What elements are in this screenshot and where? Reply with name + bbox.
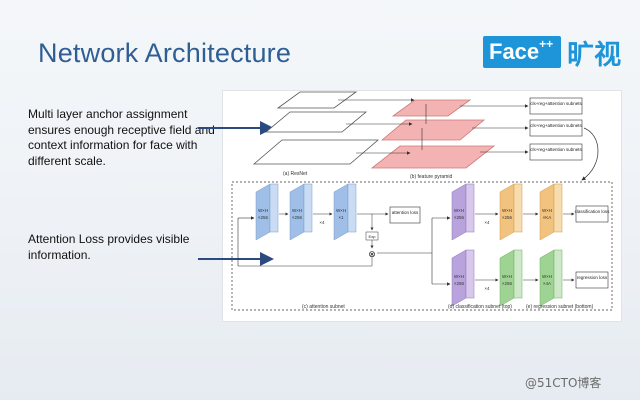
subnet-box-1 (529, 97, 583, 115)
pyramid-layer-small (391, 99, 472, 117)
caption-regression-subnet: (e) regression subnet (bottom) (526, 304, 594, 310)
reg-block-1 (451, 249, 475, 307)
subnet-box-3 (529, 143, 583, 161)
attention-block-1-depth: ×256 (258, 215, 269, 220)
subnet-box-2 (529, 119, 583, 137)
cls-block-2-size: W×H (502, 208, 512, 213)
subnet-box-3-label: cls+reg+attention subnets (530, 147, 582, 152)
resnet-layer-medium (264, 111, 368, 133)
cls-block-2 (499, 183, 523, 241)
reg-block-2-depth: ×256 (502, 281, 513, 286)
logo-brand-box: Face ++ (483, 36, 562, 68)
logo-superscript: ++ (539, 37, 554, 51)
cls-block-3 (539, 183, 563, 241)
regression-loss-label: regression loss (577, 275, 608, 280)
cls-block-3-depth: ×KA (543, 215, 552, 220)
caption-resnet: (a) ResNet (283, 171, 308, 177)
attention-block-3-size: W×H (336, 208, 346, 213)
attention-loss-label: attention loss (392, 210, 419, 215)
exp-label: Exp (369, 234, 377, 239)
slide-title: Network Architecture (38, 38, 292, 68)
note-anchor-assignment: Multi layer anchor assignment ensures en… (28, 107, 215, 168)
subnet-detail-region (231, 181, 613, 311)
cls-block-2-depth: ×256 (502, 215, 513, 220)
classification-loss-label: classification loss (575, 209, 611, 214)
resnet-layer-small (276, 91, 358, 109)
attention-loss-box (389, 206, 421, 224)
subnet-box-2-label: cls+reg+attention subnets (530, 123, 582, 128)
pyramid-layer-medium (380, 119, 486, 141)
company-logo: Face ++ 旷视 (483, 36, 621, 71)
reg-block-3-depth: ×4A (543, 281, 551, 286)
attention-block-1-size: W×H (258, 208, 268, 213)
attention-repeat-label: ×4 (319, 220, 325, 225)
caption-classification-subnet: (d) classification subnet (top) (448, 304, 512, 310)
note-attention-loss: Attention Loss provides visible informat… (28, 232, 190, 262)
multiply-operator: ⊗ (368, 249, 376, 259)
cls-block-1 (451, 183, 475, 241)
caption-feature-pyramid: (b) feature pyramid (410, 174, 452, 180)
reg-block-2 (499, 249, 523, 307)
attention-block-3 (333, 183, 357, 241)
logo-brand-text: Face (489, 39, 540, 64)
attention-block-1 (255, 183, 279, 241)
cls-block-1-depth: ×256 (454, 215, 465, 220)
pyramid-layer-large (370, 145, 496, 169)
link-subnet-detail (581, 127, 599, 181)
reg-block-3 (539, 249, 563, 307)
regression-loss-box (575, 271, 609, 289)
cls-block-3-size: W×H (542, 208, 552, 213)
subnet-box-1-label: cls+reg+attention subnets (530, 101, 582, 106)
cls-block-1-size: W×H (454, 208, 464, 213)
reg-repeat-label: ×4 (484, 286, 490, 291)
attention-block-3-depth: ×1 (338, 215, 344, 220)
attention-block-2-depth: ×256 (292, 215, 303, 220)
reg-block-1-size: W×H (454, 274, 464, 279)
logo-chinese-text: 旷视 (567, 39, 622, 71)
attention-block-2-size: W×H (292, 208, 302, 213)
cls-repeat-label: ×4 (484, 220, 490, 225)
reg-block-1-depth: ×256 (454, 281, 465, 286)
reg-block-3-size: W×H (542, 274, 552, 279)
reg-block-2-size: W×H (502, 274, 512, 279)
watermark: @51CTO博客 (525, 376, 602, 390)
resnet-layer-large (252, 139, 380, 165)
caption-attention-subnet: (c) attention subnet (302, 304, 345, 310)
classification-loss-box (575, 205, 609, 223)
attention-block-2 (289, 183, 313, 241)
